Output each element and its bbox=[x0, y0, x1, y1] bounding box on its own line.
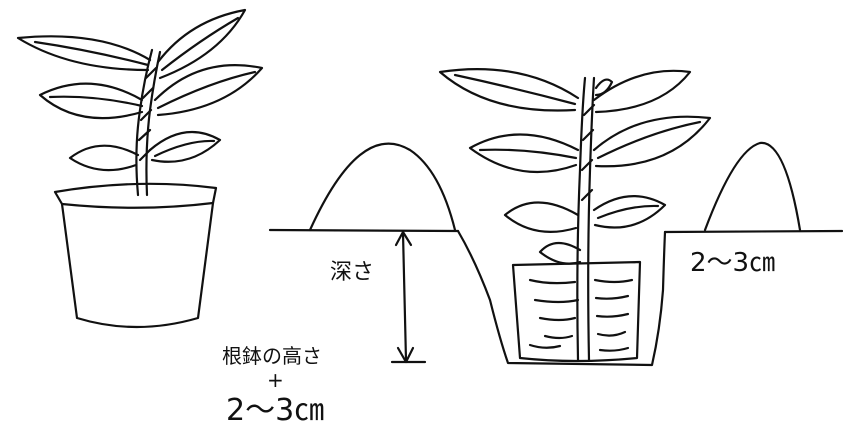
planting-hole bbox=[456, 229, 667, 367]
depth-label: 深さ bbox=[330, 260, 375, 285]
depth-arrow bbox=[390, 230, 427, 364]
planted-root-ball bbox=[511, 260, 642, 363]
leaf bbox=[503, 201, 580, 233]
root-ball-height-label: 根鉢の高さ bbox=[222, 344, 322, 368]
leaf bbox=[38, 82, 144, 120]
planted-plant bbox=[438, 68, 712, 362]
leaf bbox=[468, 133, 580, 174]
leaf bbox=[592, 115, 712, 168]
leaf bbox=[156, 8, 247, 80]
plant-stem bbox=[576, 76, 587, 362]
soil-mound-right bbox=[703, 141, 802, 232]
soil-mound-left bbox=[308, 142, 457, 232]
root-ball bbox=[511, 260, 642, 363]
leaf bbox=[592, 195, 667, 229]
potted-plant bbox=[16, 8, 264, 329]
ground bbox=[268, 141, 843, 234]
leaf bbox=[153, 64, 264, 117]
leaf bbox=[592, 69, 692, 114]
mound-gap-measure: 2〜3㎝ bbox=[690, 248, 776, 278]
leaf bbox=[148, 130, 222, 163]
leaf bbox=[594, 78, 614, 97]
pot bbox=[53, 182, 218, 329]
plus-sign: + bbox=[267, 368, 284, 392]
extra-depth-measure: 2〜3㎝ bbox=[226, 393, 325, 428]
ground-line-right bbox=[663, 229, 843, 234]
leaf bbox=[16, 35, 152, 72]
leaf bbox=[538, 241, 582, 265]
leaf bbox=[68, 144, 140, 172]
hole-outline bbox=[456, 229, 667, 367]
leaf bbox=[438, 68, 580, 112]
pot-rim bbox=[60, 201, 215, 209]
ground-line-left bbox=[268, 228, 460, 233]
